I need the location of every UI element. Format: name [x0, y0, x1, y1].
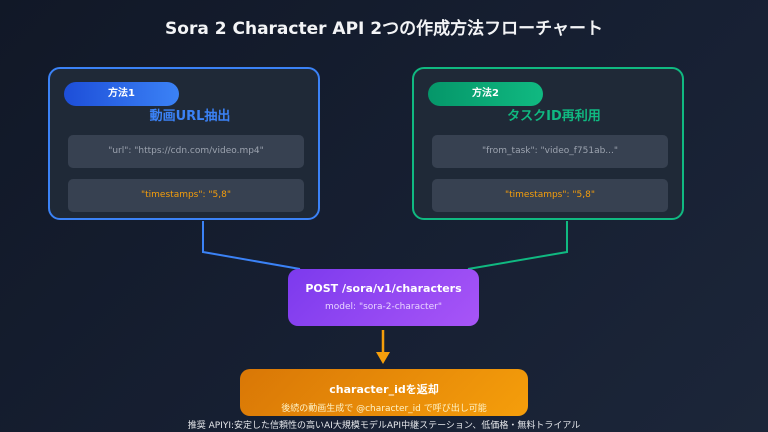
- method1-card: 方法1 動画URL抽出 "url": "https://cdn.com/vide…: [48, 67, 320, 220]
- method1-title: 動画URL抽出: [149, 109, 231, 124]
- result-title: character_idを返却: [329, 383, 439, 396]
- method1-badge: 方法1: [64, 82, 179, 106]
- api-model: model: "sora-2-character": [325, 302, 442, 312]
- method2-badge: 方法2: [428, 82, 543, 106]
- method2-param-from-task: "from_task": "video_f751ab...": [432, 135, 668, 168]
- diagram-title: Sora 2 Character API 2つの作成方法フローチャート: [165, 19, 603, 39]
- method2-connector: [467, 221, 568, 270]
- arrow-down-icon: [376, 352, 390, 364]
- method2-title: タスクID再利用: [507, 109, 601, 124]
- api-endpoint-node: POST /sora/v1/characters model: "sora-2-…: [288, 269, 479, 326]
- method1-param-timestamps: "timestamps": "5,8": [68, 179, 304, 212]
- result-node: character_idを返却 後続の動画生成で @character_id で…: [240, 369, 528, 416]
- method2-param-timestamps: "timestamps": "5,8": [432, 179, 668, 212]
- result-subtitle: 後続の動画生成で @character_id で呼び出し可能: [281, 404, 487, 414]
- method2-card: 方法2 タスクID再利用 "from_task": "video_f751ab.…: [412, 67, 684, 220]
- method1-param-url: "url": "https://cdn.com/video.mp4": [68, 135, 304, 168]
- api-endpoint: POST /sora/v1/characters: [305, 282, 462, 295]
- footer-note: 推奨 APIYI:安定した信頼性の高いAI大規模モデルAPI中継ステーション、低…: [187, 421, 581, 431]
- method1-connector: [202, 221, 301, 270]
